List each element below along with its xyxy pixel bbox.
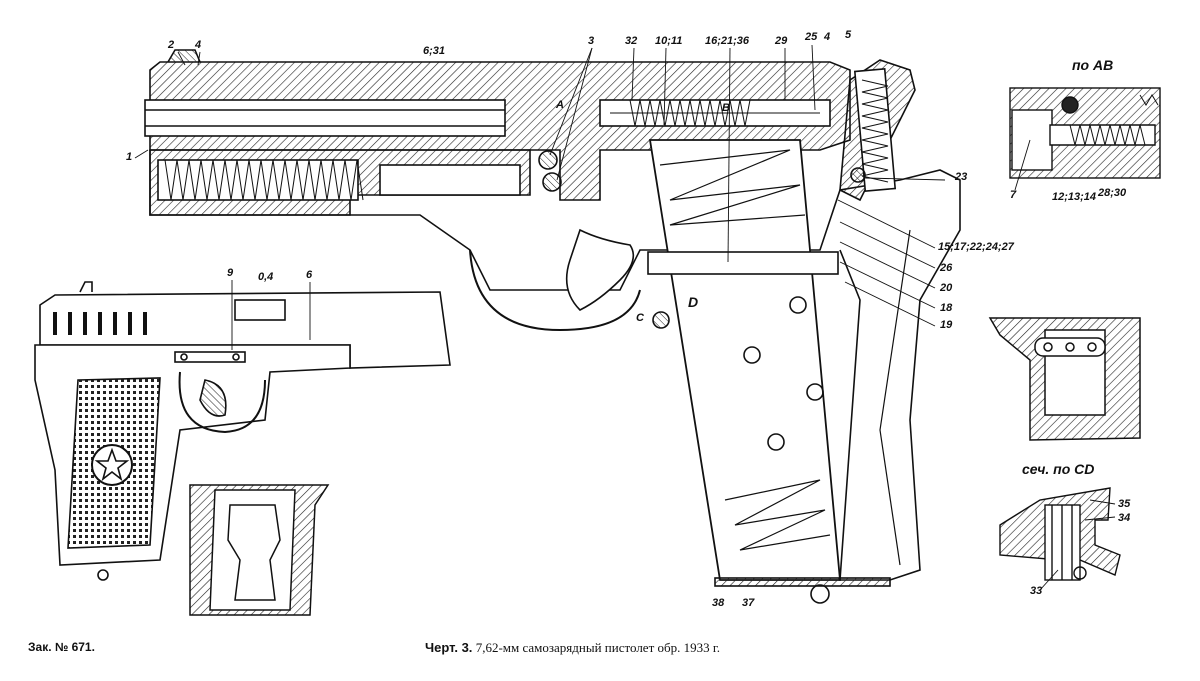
label-38: 38 (712, 597, 725, 609)
figure-number: Черт. 3. (425, 640, 473, 655)
label-b: B (722, 102, 730, 114)
magazine-spring-lower (724, 479, 831, 551)
section-cd-title: сеч. по CD (1022, 461, 1095, 477)
slide-stop (174, 351, 246, 363)
figure-title: 7,62-мм самозарядный пистолет обр. 1933 … (475, 640, 720, 655)
lanyard-ring (97, 569, 109, 581)
label-23: 23 (955, 171, 968, 183)
detail-section-cd (999, 487, 1121, 581)
barrel-link-pin (538, 150, 558, 170)
label-15-27: 15;17;22;24;27 (938, 241, 1014, 253)
label-33: 33 (1030, 585, 1043, 597)
ejection-port (234, 299, 286, 321)
trigger-guard (469, 249, 641, 332)
label-12-14: 12;13;14 (1052, 191, 1097, 203)
side-view-pistol (34, 281, 451, 581)
mainspring-housing (853, 68, 897, 192)
label-4: 4 (195, 39, 202, 51)
label-29: 29 (775, 35, 788, 47)
label-32: 32 (625, 35, 638, 47)
recoil-spring (164, 159, 364, 201)
barrel-bore (144, 99, 506, 137)
label-4b: 4 (824, 31, 831, 43)
magazine-catch (647, 251, 839, 275)
label-5: 5 (845, 29, 852, 41)
detail-grip-panel (189, 484, 330, 616)
label-0-4: 0,4 (258, 271, 274, 283)
label-1: 1 (126, 151, 133, 163)
label-9: 9 (227, 267, 234, 279)
label-7: 7 (1010, 189, 1017, 201)
magazine-floorplate (714, 577, 891, 587)
label-3: 3 (588, 35, 595, 47)
section-ab-title: по АВ (1072, 57, 1114, 73)
order-number: Зак. № 671. (28, 640, 95, 654)
label-16-21-36: 16;21;36 (705, 35, 750, 47)
label-26: 26 (940, 262, 953, 274)
trigger (565, 228, 635, 311)
front-sight (167, 49, 201, 63)
side-trigger (199, 379, 227, 417)
label-d: D (688, 294, 699, 310)
label-28-30: 28;30 (1098, 187, 1127, 199)
label-a: A (556, 99, 564, 111)
frame-section (149, 150, 961, 581)
side-trigger-guard (178, 371, 266, 434)
mainspring (861, 79, 889, 183)
recoil-spring-tube (157, 159, 359, 201)
label-20: 20 (940, 282, 953, 294)
label-25: 25 (805, 31, 818, 43)
label-18: 18 (940, 302, 953, 314)
label-6-31: 6;31 (423, 45, 446, 57)
label-c: C (636, 312, 644, 324)
detail-frame-insert (988, 317, 1141, 441)
label-2: 2 (168, 39, 175, 51)
label-35: 35 (1118, 498, 1131, 510)
leader-lines (134, 44, 1116, 591)
figure-caption: Черт. 3. 7,62-мм самозарядный пистолет о… (425, 640, 720, 656)
label-10-11: 10;11 (655, 35, 683, 47)
label-19: 19 (940, 319, 953, 331)
label-34: 34 (1118, 512, 1131, 524)
slide-serrations (53, 312, 147, 335)
grip-screw (652, 311, 670, 329)
magazine-spring-upper (659, 149, 806, 226)
main-section-view (144, 49, 961, 604)
firing-pin-spring (629, 99, 751, 127)
label-37: 37 (742, 597, 755, 609)
label-6: 6 (306, 269, 313, 281)
detail-section-ab (1009, 87, 1161, 179)
